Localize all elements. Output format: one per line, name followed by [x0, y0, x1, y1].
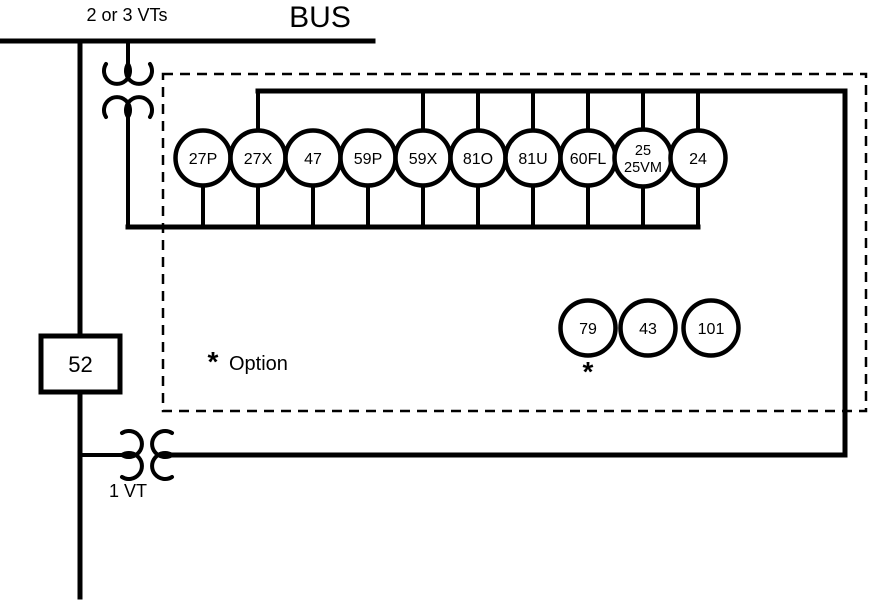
relay-circle	[668, 128, 728, 188]
bus-vt-count-label: 2 or 3 VTs	[86, 5, 167, 25]
relay-option-dashed-box	[161, 72, 868, 413]
relay-function-101: 101	[681, 298, 741, 358]
relay-label: 47	[304, 151, 322, 168]
relay-label: 27P	[189, 151, 217, 168]
line-vt-secondary-winding	[150, 429, 174, 481]
line-vt-primary-winding	[120, 429, 144, 481]
line-vt-count-label: 1 VT	[109, 481, 147, 501]
option-note-text: Option	[229, 353, 288, 375]
relay-top-bus-and-right-feed	[171, 88, 848, 458]
relay-function-27p: 27P	[173, 128, 233, 188]
line-vt-symbol	[78, 429, 174, 481]
relay-function-79: 79	[558, 298, 618, 358]
breaker-52: 52	[38, 333, 123, 395]
relay-function-43: 43	[618, 298, 678, 358]
relay-label: 59P	[354, 151, 382, 168]
relay-function-25-25vm: 25 25VM	[612, 127, 674, 189]
relay-circle	[618, 298, 678, 358]
relay-label: 81U	[518, 151, 547, 168]
relay-function-row: 27P 27X 47 59P 59X 81O 81U 60FL	[173, 127, 728, 189]
relay-label: 43	[639, 321, 657, 338]
optional-relay-row: 79 * 43 101	[558, 298, 741, 387]
relay-label: 27X	[244, 151, 273, 168]
relay-label-line1: 25	[635, 143, 651, 159]
relay-top-stems	[256, 89, 700, 134]
relay-label: 24	[689, 151, 707, 168]
relay-label: 81O	[463, 151, 493, 168]
relay-label: 101	[698, 321, 725, 338]
relay-function-81u: 81U	[503, 128, 563, 188]
breaker-box	[38, 333, 123, 395]
relay-function-60fl: 60FL	[558, 128, 618, 188]
relay-function-59x: 59X	[393, 128, 453, 188]
relay-label: 60FL	[570, 151, 607, 168]
relay-circle	[558, 298, 618, 358]
relay-label-line2: 25VM	[624, 160, 662, 176]
bus-vt-secondary-winding	[102, 95, 154, 119]
relay-circle	[681, 298, 741, 358]
breaker-label: 52	[68, 352, 92, 377]
bus-vt-symbol	[102, 39, 154, 229]
relay-bottom-stems	[201, 182, 700, 229]
option-asterisk-79: *	[583, 356, 594, 387]
relay-label: 59X	[409, 151, 438, 168]
bus-vt-primary-winding	[102, 62, 154, 86]
relay-function-27x: 27X	[228, 128, 288, 188]
bus-title: BUS	[289, 1, 351, 34]
relay-function-59p: 59P	[338, 128, 398, 188]
relay-function-47: 47	[283, 128, 343, 188]
relay-function-24: 24	[668, 128, 728, 188]
option-note-asterisk: *	[208, 346, 219, 377]
relay-label: 79	[579, 321, 597, 338]
relay-function-81o: 81O	[448, 128, 508, 188]
